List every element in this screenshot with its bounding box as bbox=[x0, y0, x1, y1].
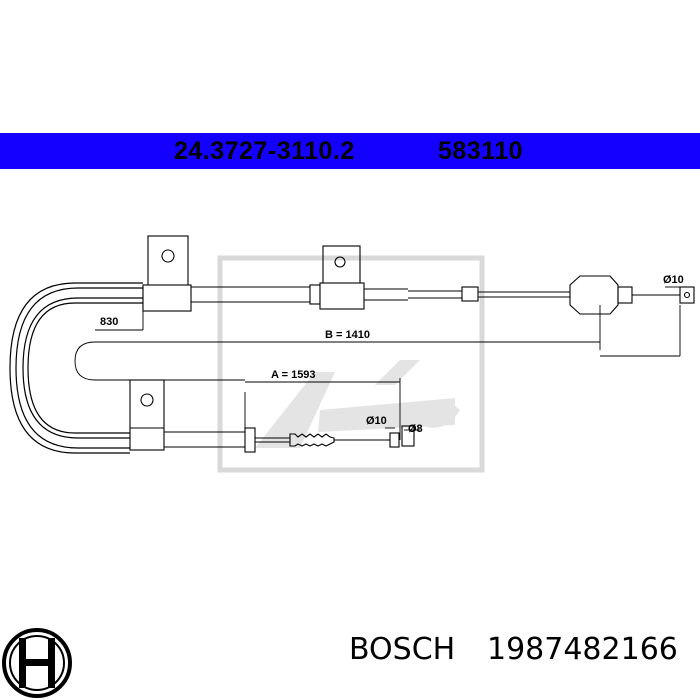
cable-sheath bbox=[9, 282, 600, 454]
dimension-830-label: 830 bbox=[100, 316, 118, 328]
brand-name: BOSCH bbox=[349, 632, 456, 667]
bosch-logo-icon bbox=[2, 628, 72, 698]
diameter-lower-end-label: Ø10 bbox=[366, 415, 387, 427]
dimension-b-label: B = 1410 bbox=[325, 329, 370, 341]
diameter-lower-tip-label: Ø8 bbox=[408, 423, 423, 435]
ate-watermark bbox=[217, 255, 485, 473]
reference-number: 583110 bbox=[438, 137, 524, 165]
upper-cable bbox=[142, 235, 695, 315]
article-number: 1987482166 bbox=[487, 632, 678, 667]
diameter-right-end-label: Ø10 bbox=[663, 274, 684, 286]
lower-cable bbox=[129, 379, 415, 453]
header-bar: 24.3727-3110.2 583110 bbox=[0, 133, 700, 169]
dimension-a-label: A = 1593 bbox=[271, 369, 316, 381]
part-number: 24.3727-3110.2 bbox=[174, 137, 355, 165]
dimension-lines bbox=[95, 286, 681, 440]
